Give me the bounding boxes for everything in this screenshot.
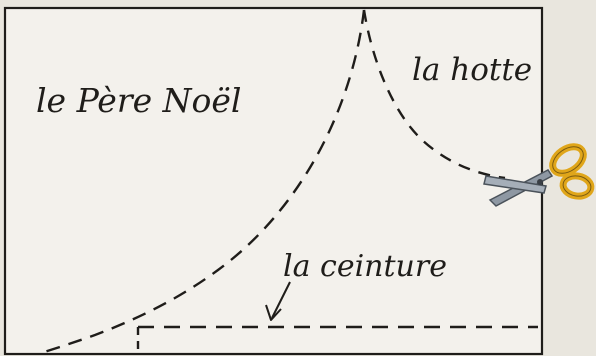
paper-sheet: [3, 6, 544, 356]
belt-arrow-head: [265, 304, 282, 321]
belt-label: la ceinture: [283, 249, 447, 284]
scissors-icon: [483, 143, 595, 207]
santa-label: le Père Noël: [36, 81, 241, 120]
hood-cut-line: [362, 9, 506, 180]
hood-label: la hotte: [412, 52, 532, 88]
santa-cut-line: [37, 9, 366, 356]
belt-arrow-shaft: [271, 281, 291, 319]
